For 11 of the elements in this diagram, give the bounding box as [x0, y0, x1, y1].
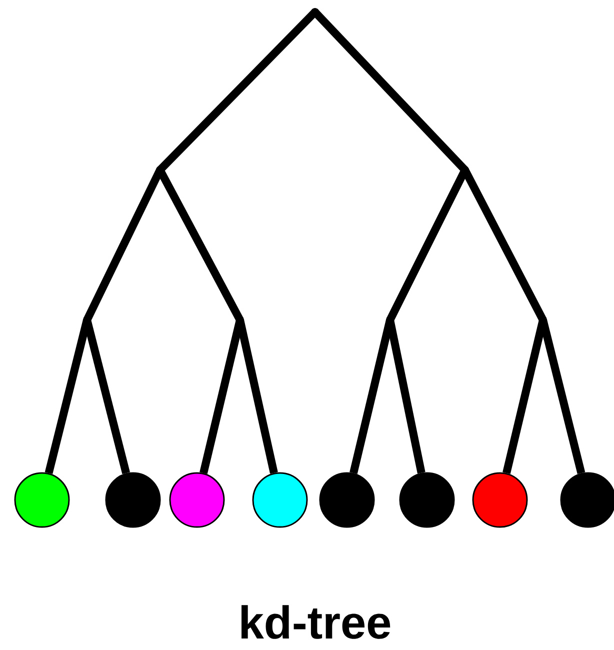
tree-branch: [157, 9, 318, 173]
leaf-circle: [252, 472, 308, 528]
leaf-circle: [472, 472, 528, 528]
caption: kd-tree: [242, 605, 390, 639]
leaf-circle: [319, 472, 375, 528]
leaf-circle: [105, 472, 161, 528]
leaf-circle: [560, 472, 614, 528]
leaf-circle: [14, 472, 70, 528]
leaf-circle: [399, 472, 455, 528]
tree-branch: [312, 9, 468, 173]
leaf-circle: [169, 472, 225, 528]
